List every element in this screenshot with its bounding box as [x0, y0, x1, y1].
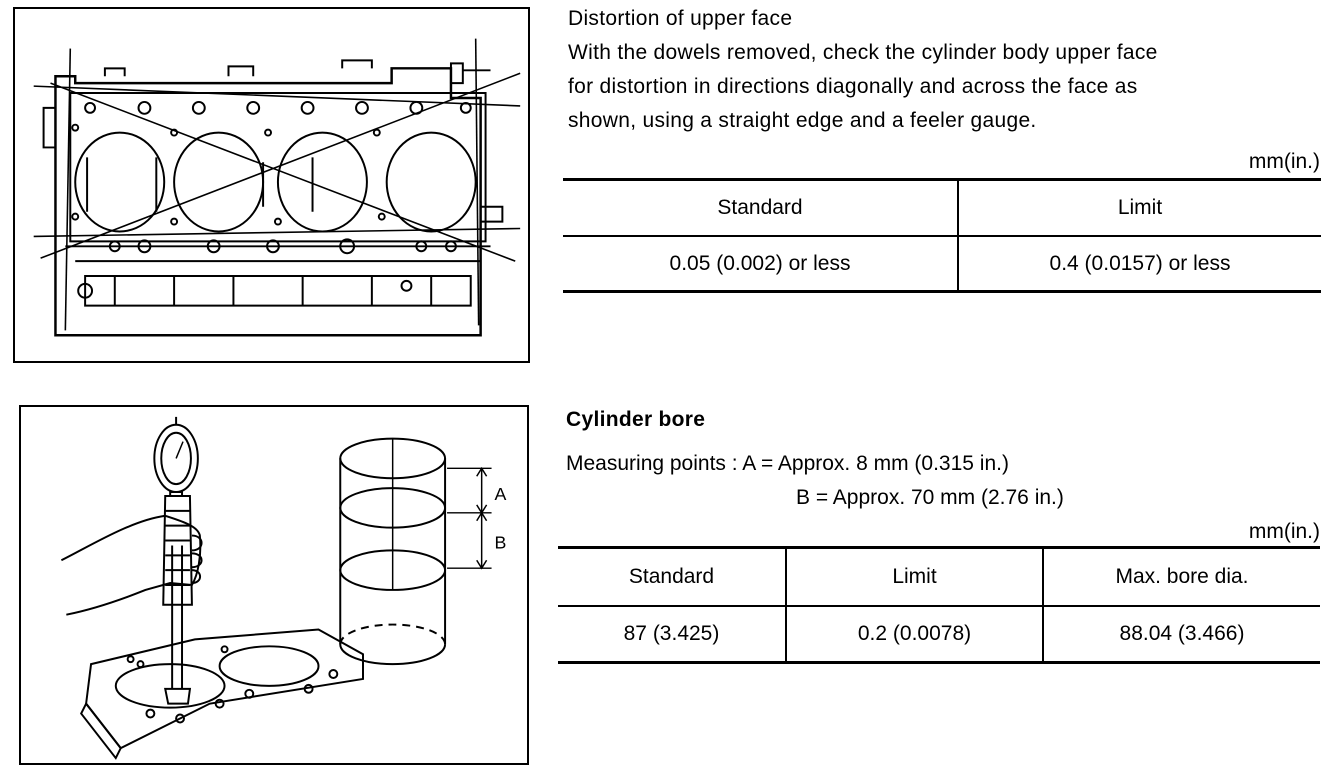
distortion-body-line-3: shown, using a straight edge and a feele… — [568, 109, 1037, 132]
cell-max-bore-dia: 88.04 (3.466) — [1042, 606, 1320, 663]
header-max-bore-dia: Max. bore dia. — [1042, 547, 1320, 607]
bore-unit-label: mm(in.) — [1248, 520, 1320, 543]
dimension-label-a: A — [495, 484, 507, 504]
cell-standard: 0.05 (0.002) or less — [669, 251, 851, 275]
distortion-body-line-2: for distortion in directions diagonally … — [568, 75, 1138, 98]
header-standard: Standard — [563, 179, 958, 237]
table-row: 0.05 (0.002) or less 0.4 (0.0157) or les… — [563, 236, 1321, 292]
cylinder-bore-heading: Cylinder bore — [566, 408, 706, 431]
cell-standard: 87 (3.425) — [623, 622, 720, 645]
cylinder-block-upper-face-illustration — [13, 7, 530, 363]
cell-limit: 0.4 (0.0157) or less — [957, 236, 1321, 292]
cylinder-bore-measurement-illustration: A B — [19, 405, 529, 765]
cylinder-bore-spec-table: Standard Limit Max. bore dia. 87 (3.425)… — [558, 546, 1320, 664]
header-limit: Limit — [785, 547, 1043, 607]
distortion-unit-label: mm(in.) — [1248, 150, 1320, 173]
table-header-row: Standard Limit — [563, 179, 1321, 237]
measuring-point-a: A = Approx. 8 mm (0.315 in.) — [742, 452, 1009, 475]
dimension-label-b: B — [495, 532, 507, 552]
block-drawing — [33, 38, 521, 337]
bore-gauge-drawing: A B — [60, 416, 507, 760]
distortion-body-line-1: With the dowels removed, check the cylin… — [568, 41, 1158, 64]
cell-limit: 0.2 (0.0078) — [785, 606, 1043, 663]
table-row: 87 (3.425) 0.2 (0.0078) 88.04 (3.466) — [558, 606, 1320, 663]
measuring-point-b: B = Approx. 70 mm (2.76 in.) — [796, 486, 1064, 509]
header-limit: Limit — [957, 179, 1321, 237]
header-standard: Standard — [558, 547, 786, 607]
distortion-spec-table: Standard Limit 0.05 (0.002) or less 0.4 … — [563, 178, 1321, 293]
distortion-heading: Distortion of upper face — [568, 7, 793, 30]
table-header-row: Standard Limit Max. bore dia. — [558, 547, 1320, 607]
measuring-points-row-a: Measuring points : A = Approx. 8 mm (0.3… — [566, 452, 1009, 476]
measuring-points-label: Measuring points : — [566, 452, 743, 475]
